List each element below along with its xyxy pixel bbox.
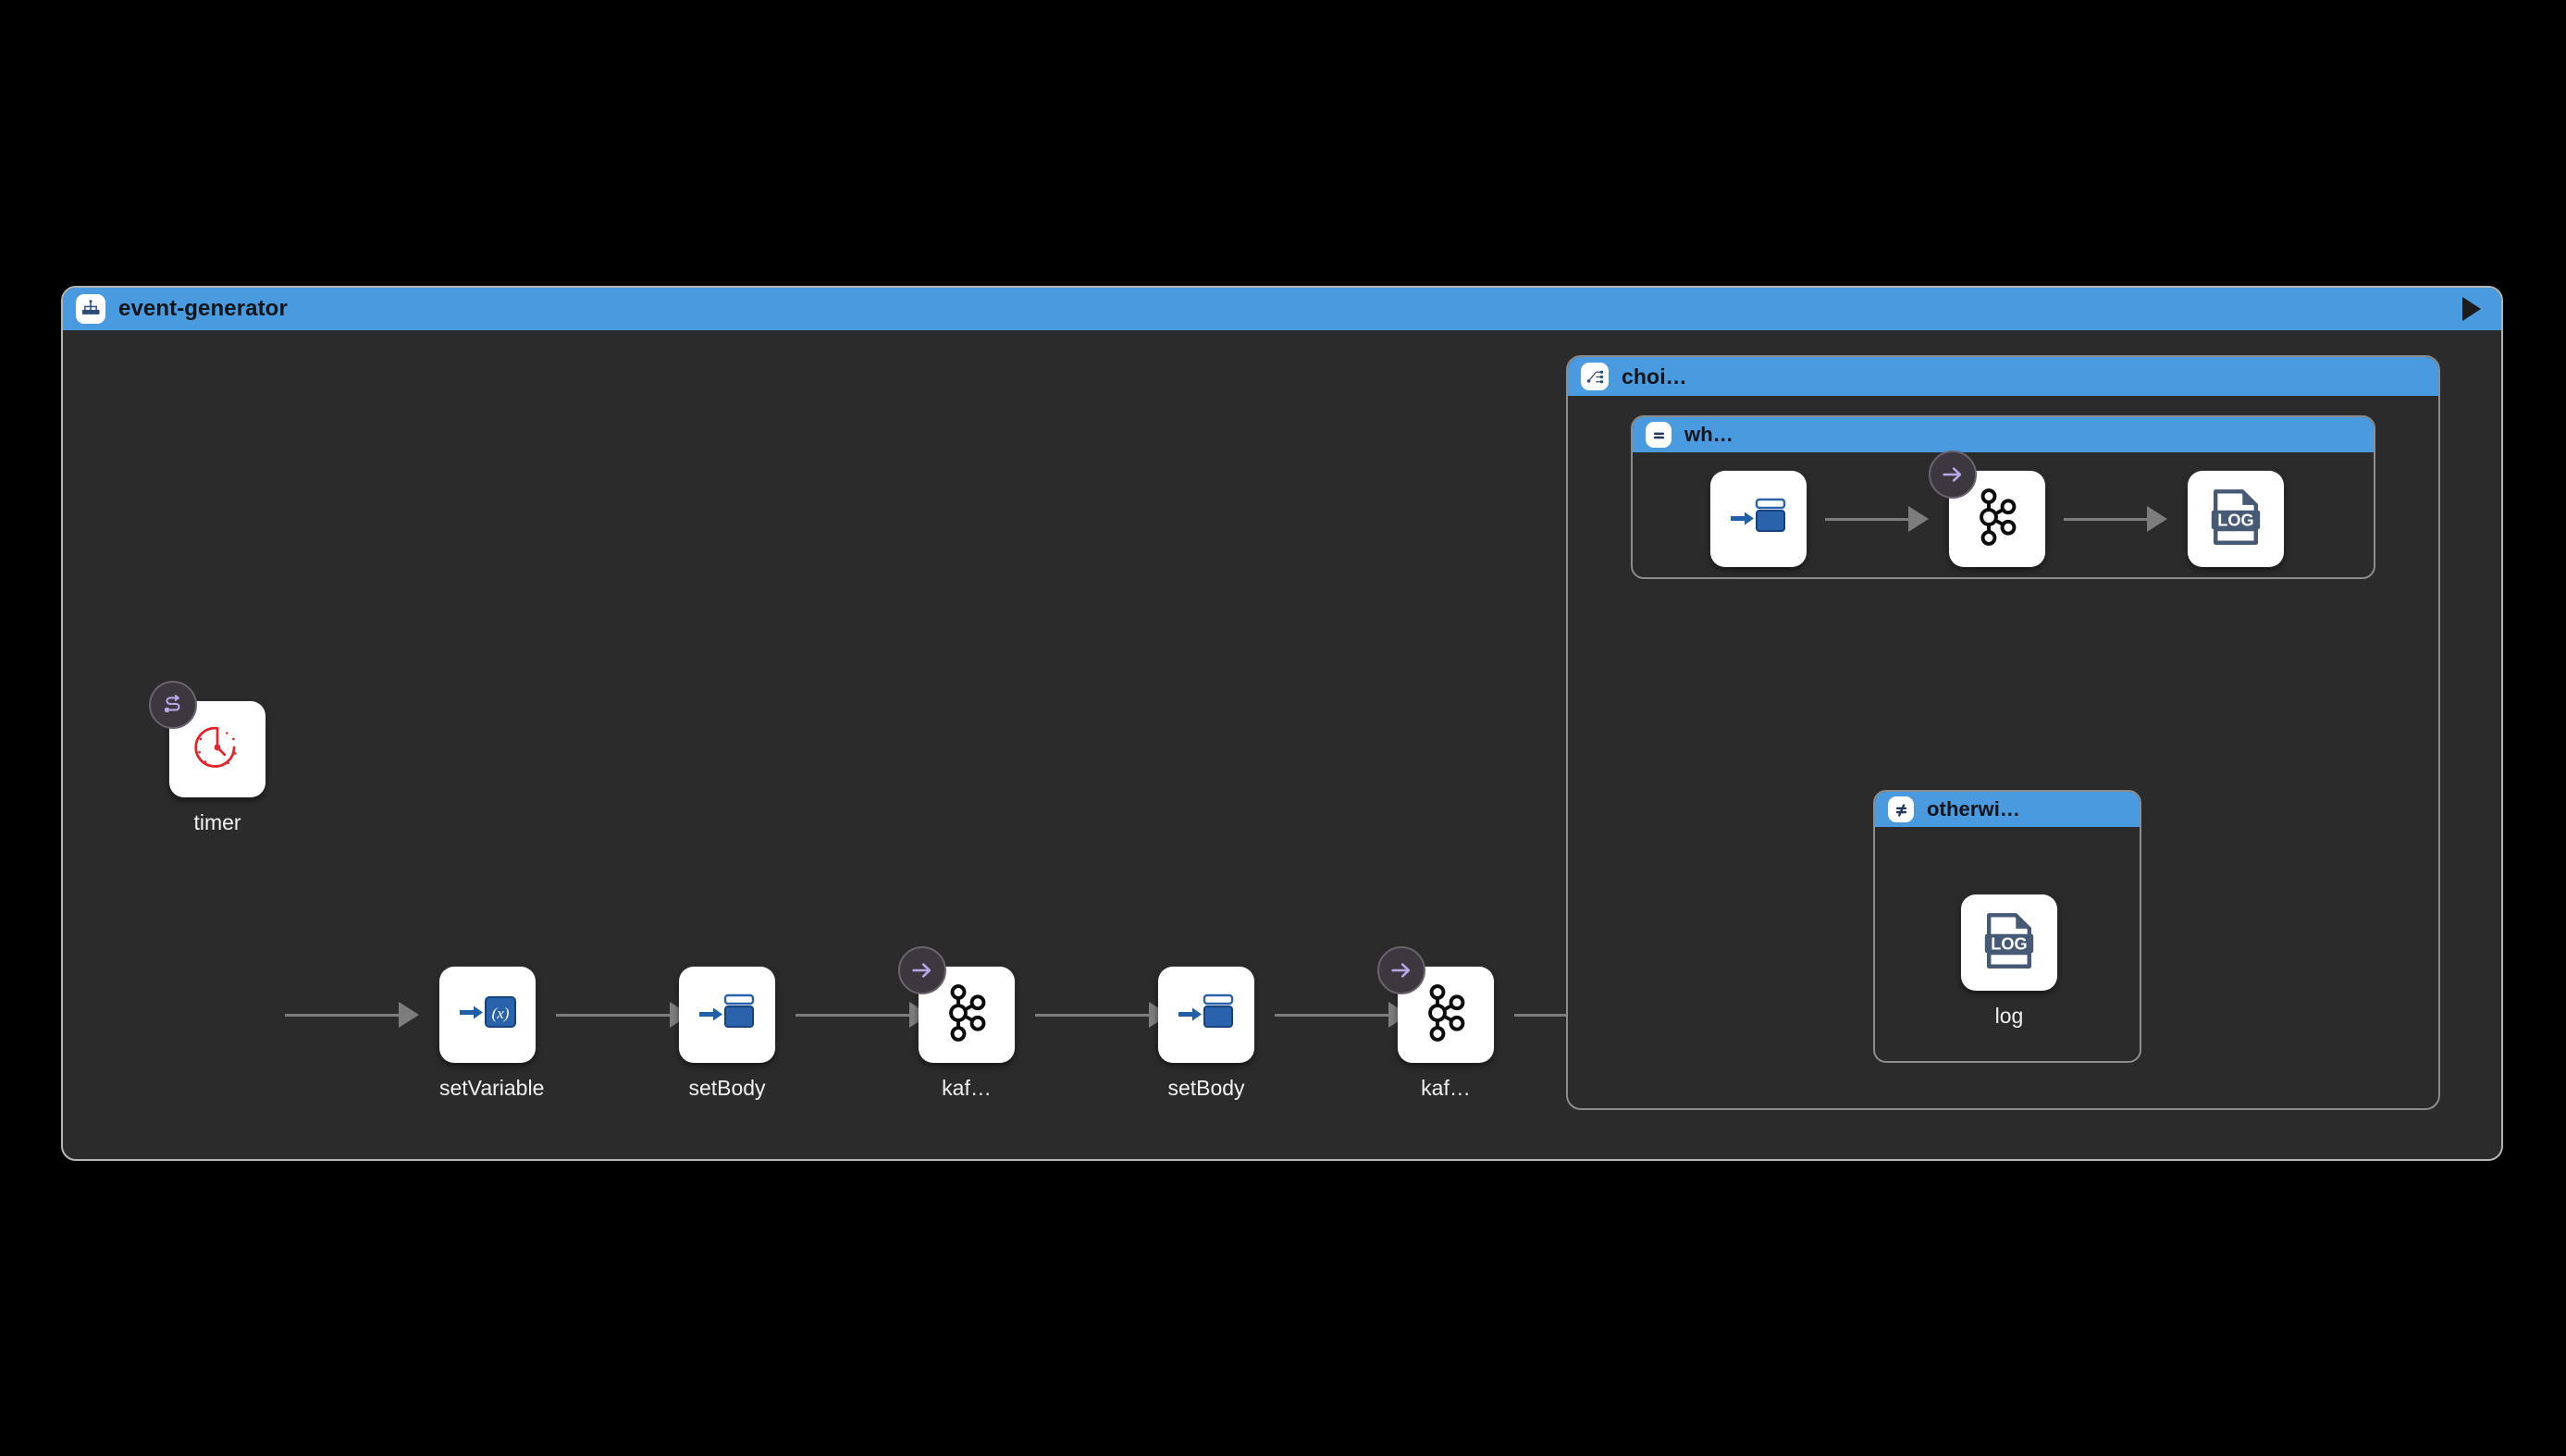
node-timer-label: timer [193,810,241,834]
node-setvariable-label: setVariable [439,1076,545,1100]
edge-line [285,1013,400,1017]
edge-line [2064,517,2148,521]
choice-branch-icon [1581,363,1609,390]
edge-arrowhead [2147,506,2167,532]
edge-setbody2-to-kafka2 [1275,1002,1409,1028]
node-otherwise-log[interactable]: LOG log [1961,895,2057,1029]
edge-setvariable-to-setbody [556,1002,690,1028]
svg-text:LOG: LOG [1991,934,2027,953]
when-branch-container[interactable]: wh… [1631,415,2375,579]
node-when-log[interactable]: LOG log [2188,471,2284,577]
node-kafka-1-box[interactable] [898,946,1015,1063]
edge-timer-to-setvariable [285,1002,419,1028]
svg-text:LOG: LOG [2217,511,2253,529]
otherwise-header[interactable]: otherwi… [1875,792,2140,827]
route-title: event-generator [118,296,288,321]
to-endpoint-badge[interactable] [1929,450,1977,499]
edge-line [1514,1013,1608,1017]
to-endpoint-badge[interactable] [1377,946,1425,994]
kafka-icon [938,982,995,1048]
when-title: wh… [1684,423,1733,446]
edge-line [556,1013,671,1017]
edge-arrowhead [1908,506,1929,532]
edge-arrowhead [399,1002,419,1028]
node-kafka-1-label: kaf… [942,1076,992,1100]
log-file-icon: LOG [2208,487,2264,551]
edge-line [796,1013,910,1017]
node-setvariable[interactable]: (x) setVariable [439,967,545,1101]
edge-when-kafka-to-log [2064,506,2167,532]
set-body-icon [697,990,758,1041]
set-body-icon [1728,494,1789,545]
to-endpoint-badge[interactable] [898,946,946,994]
node-timer-box[interactable] [149,681,265,797]
choice-header[interactable]: choi… [1568,357,2438,396]
node-otherwise-log-box[interactable]: LOG [1961,895,2057,991]
route-badge[interactable] [149,681,197,729]
node-setbody-1-label: setBody [688,1076,766,1100]
not-equals-icon [1888,796,1914,822]
edge-setbody1-to-kafka1 [796,1002,930,1028]
edge-line [1825,517,1909,521]
choice-container[interactable]: choi… wh… [1566,355,2440,1110]
node-otherwise-log-label: log [1994,1004,2024,1028]
node-when-log-box[interactable]: LOG [2188,471,2284,567]
otherwise-title: otherwi… [1927,797,2021,821]
node-setbody-2-label: setBody [1167,1076,1245,1100]
node-setbody-1-box[interactable] [679,967,775,1063]
run-route-button[interactable] [2462,297,2481,321]
edge-when-setbody-to-kafka [1825,506,1929,532]
node-kafka-2-label: kaf… [1421,1076,1471,1100]
node-setbody-1[interactable]: setBody [679,967,775,1101]
node-kafka-2[interactable]: kaf… [1377,946,1494,1101]
node-setbody-2[interactable]: setBody [1158,967,1254,1101]
set-body-icon [1176,990,1237,1041]
svg-text:(x): (x) [492,1005,510,1022]
set-variable-icon: (x) [457,993,518,1038]
when-header[interactable]: wh… [1633,417,2374,452]
timer-clock-icon [189,719,246,781]
kafka-icon [1417,982,1474,1048]
node-kafka-1[interactable]: kaf… [898,946,1015,1101]
node-kafka-2-box[interactable] [1377,946,1494,1063]
route-hierarchy-icon [76,294,105,324]
log-file-icon: LOG [1981,911,2037,975]
route-container-event-generator[interactable]: event-generator [61,286,2503,1161]
choice-title: choi… [1622,364,1687,389]
kafka-icon [1968,487,2026,552]
node-when-kafka[interactable]: kaf… [1929,450,2045,577]
node-when-setbody-box[interactable] [1710,471,1807,567]
otherwise-branch-container[interactable]: otherwi… LOG [1873,790,2141,1063]
node-timer[interactable]: timer [149,681,265,835]
edge-line [1275,1013,1389,1017]
node-when-setbody[interactable]: setBody [1710,471,1807,577]
equals-icon [1646,422,1672,448]
edge-kafka1-to-setbody2 [1035,1002,1169,1028]
route-header[interactable]: event-generator [63,288,2501,330]
node-setvariable-box[interactable]: (x) [439,967,536,1063]
edge-line [1035,1013,1150,1017]
node-setbody-2-box[interactable] [1158,967,1254,1063]
node-when-kafka-box[interactable] [1929,450,2045,567]
